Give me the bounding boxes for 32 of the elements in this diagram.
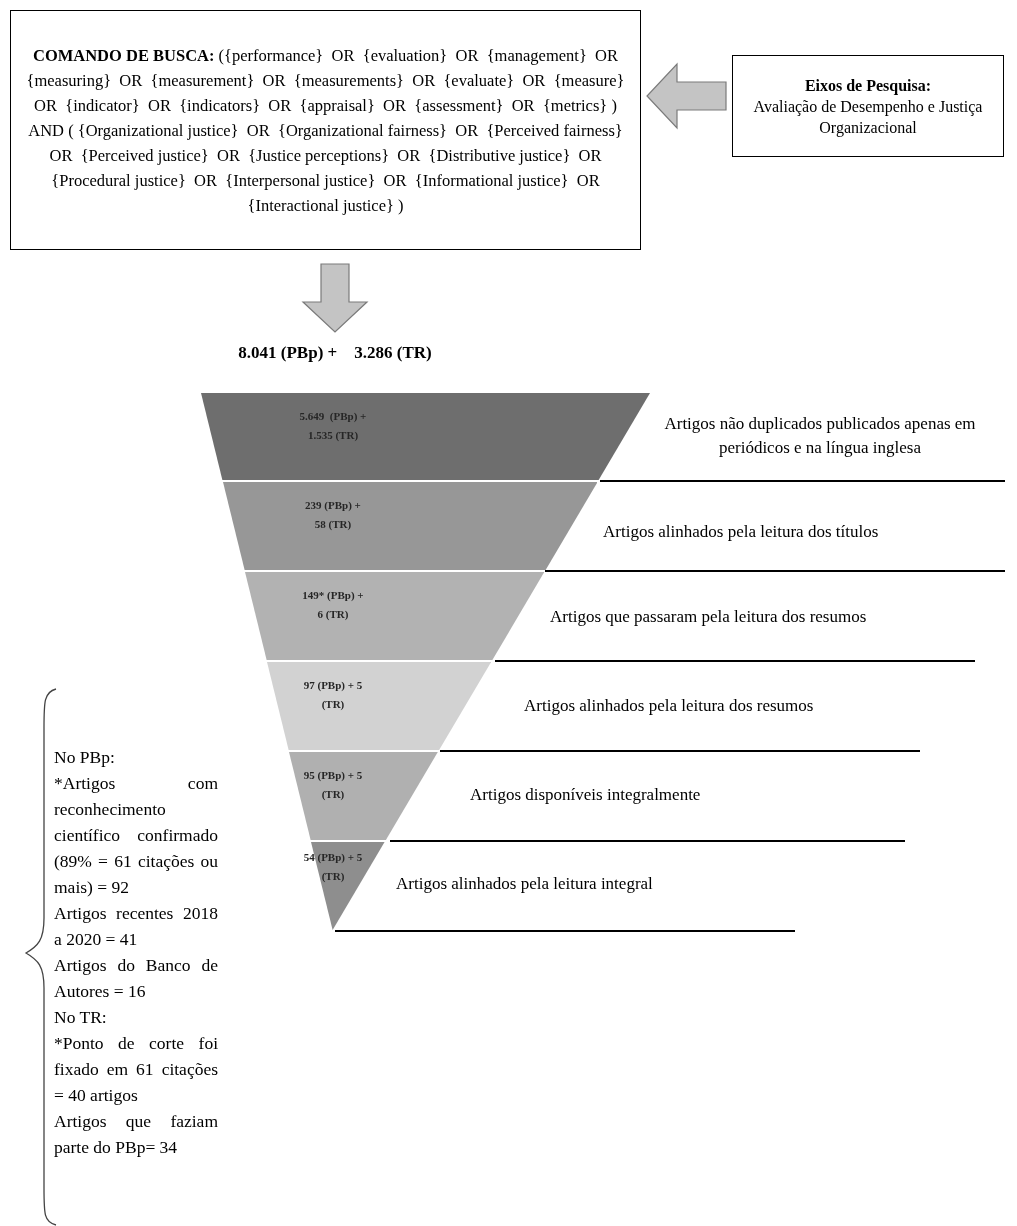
block-arrow (301, 263, 369, 333)
band-description: Artigos disponíveis integralmente (470, 784, 701, 806)
note-text: No PBp: (54, 746, 116, 769)
research-axes-box (732, 55, 1004, 157)
band-count: 97 (PBp) + 5 (TR) (302, 678, 364, 712)
box-heading: Eixos de Pesquisa: (804, 75, 932, 96)
note-text: *Artigos com reconhecimento científico confirmado (89% = 61 citações ou mais) = 92 (54, 772, 218, 899)
note-text: *Ponto de corte foi fixado em 61 citações = 40 artigos (54, 1032, 218, 1107)
total-count-text: 8.041 (PBp) + 3.286 (TR) (200, 340, 470, 366)
band-count: 149* (PBp) + 6 (TR) (301, 588, 365, 622)
band-description: Artigos alinhados pela leitura dos resumos (524, 695, 814, 717)
note-text: No TR: (54, 1006, 108, 1029)
band-count: 239 (PBp) + 58 (TR) (304, 498, 362, 532)
block-arrow (646, 62, 727, 130)
funnel-band (267, 662, 492, 750)
funnel-band (222, 482, 598, 570)
note-text: Artigos recentes 2018 a 2020 = 41 (54, 902, 218, 951)
band-description: Artigos alinhados pela leitura integral (396, 873, 653, 895)
band-description: Artigos não duplicados publicados apenas em periódicos e na língua inglesa (663, 413, 977, 459)
funnel-band (201, 393, 650, 480)
funnel-band (289, 752, 439, 840)
band-count: 54 (PBp) + 5 (TR) (302, 850, 364, 884)
note-text: Artigos do Banco de Autores = 16 (54, 954, 218, 1003)
funnel-band (245, 572, 545, 660)
search-command-box (10, 10, 641, 250)
band-description: Artigos alinhados pela leitura dos títulos (603, 521, 879, 543)
band-count: 95 (PBp) + 5 (TR) (302, 768, 364, 802)
box-text: Avaliação de Desempenho e Justiça Organizacional (752, 96, 984, 138)
band-count: 5.649 (PBp) + 1.535 (TR) (299, 409, 367, 443)
band-description: Artigos que passaram pela leitura dos resumos (550, 606, 867, 628)
note-text: Artigos que faziam parte do PBp= 34 (54, 1110, 218, 1159)
search-query-text: COMANDO DE BUSCA: ({performance} OR {evaluation} OR {management} OR {measuring} OR {measurement} OR {measurements} OR {evaluate} OR {measure} OR {indicator} OR {indicators} OR {appraisal} OR {assessment} OR {metrics} ) AND ( {Organizational justice} OR {Organizational fairness} OR {Perceived fairness} OR {Perceived justice} OR {Justice perceptions} OR {Distributive justice} OR {Procedural justice} OR {Interpersonal justice} OR {Informational justice} OR {Interactional justice} ) (25, 44, 626, 217)
